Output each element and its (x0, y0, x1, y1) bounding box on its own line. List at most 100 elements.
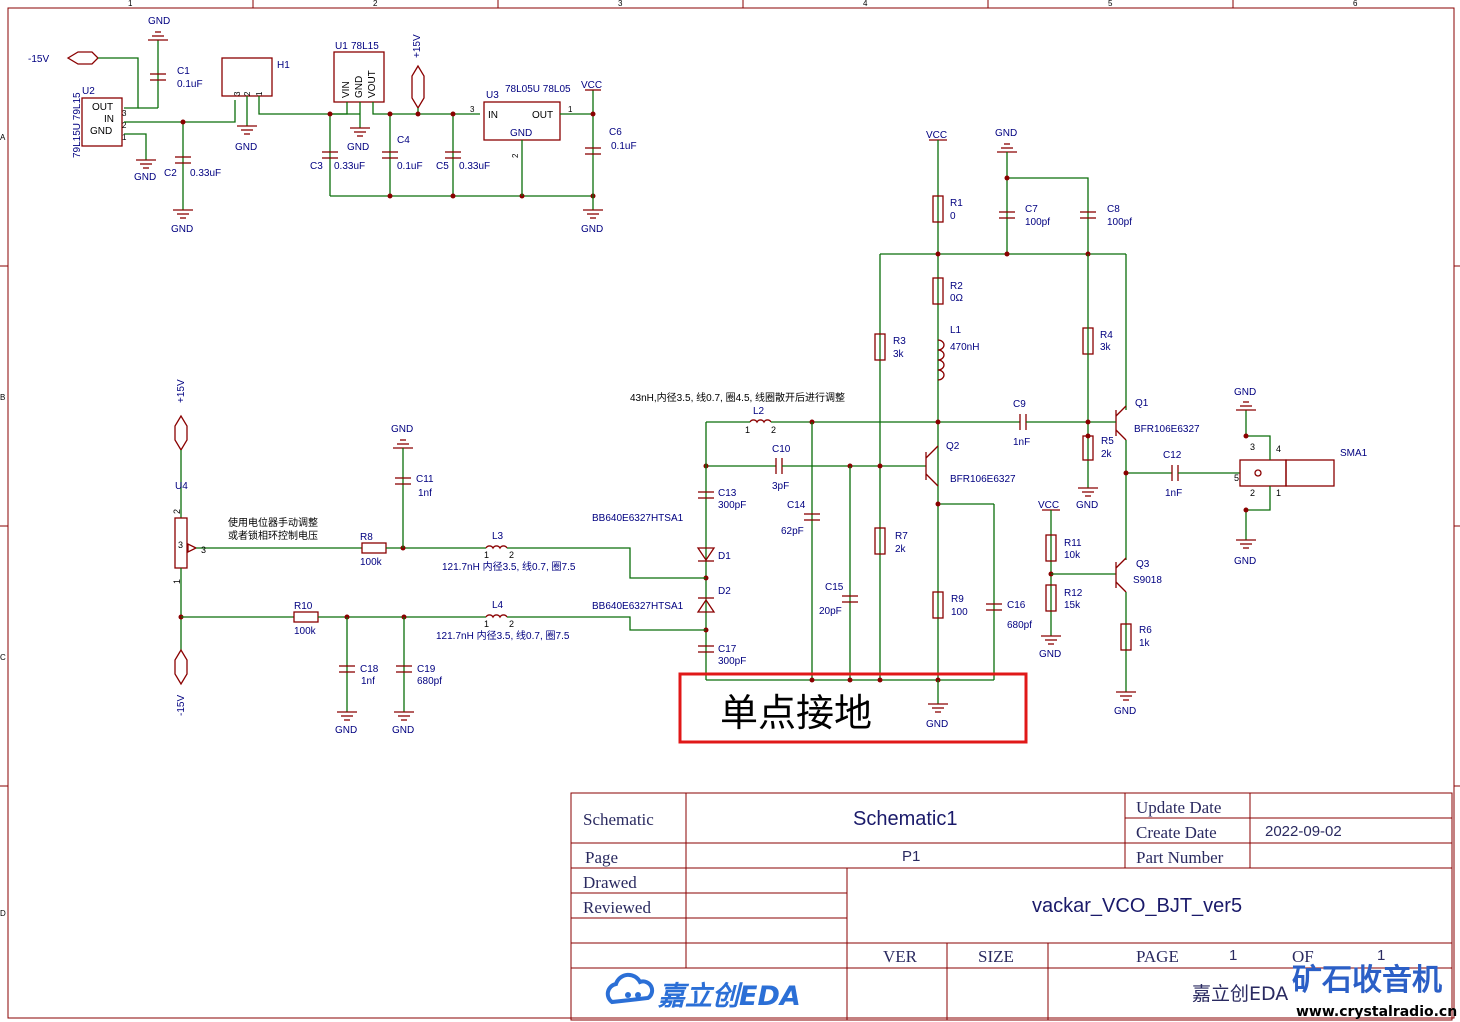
l3-pin-num: 2 (509, 550, 514, 560)
single-point-ground-box (678, 672, 1028, 744)
u2-ref: U2 (82, 86, 95, 97)
l4-ref: L4 (492, 600, 504, 611)
c7-ref: C7 (1025, 204, 1038, 215)
h1-header (221, 57, 273, 97)
r4-value: 3k (1100, 342, 1112, 353)
r2-resistor (932, 277, 944, 305)
u3-ref: U3 (486, 90, 499, 101)
oscillator-section: VCC R1 0 GND C7 100pf C8 100pf R2 0Ω L1 … (592, 128, 1368, 730)
u2-part: 79L15U 79L15 (72, 92, 83, 158)
gnd-label: GND (1076, 500, 1098, 511)
r12-resistor (1045, 584, 1057, 612)
r11-ref: R11 (1064, 538, 1082, 549)
tb-of-label: OF (1292, 947, 1314, 966)
sma1-pin-num: 2 (1250, 488, 1255, 498)
c10-ref: C10 (772, 444, 791, 455)
u4-note: 或者锁相环控制电压 (228, 529, 318, 542)
r1-value: 0 (950, 211, 956, 222)
c4-ref: C4 (397, 135, 410, 146)
c3-value: 0.33uF (334, 161, 365, 172)
l3-ref: L3 (492, 531, 504, 542)
u1-pin-label: VOUT (367, 70, 378, 98)
l1-ref: L1 (950, 325, 962, 336)
r5-ref: R5 (1101, 436, 1114, 447)
gnd-label: GND (1114, 706, 1136, 717)
r5-value: 2k (1101, 449, 1113, 460)
row-label: C (0, 653, 6, 662)
tb-company: 嘉立创EDA (1192, 983, 1288, 1005)
gnd-label: GND (1039, 649, 1061, 660)
u2-pin-label: GND (90, 126, 112, 137)
r7-resistor (874, 527, 886, 555)
u3-part: 78L05U 78L05 (505, 84, 571, 95)
pos15v-label: +15V (176, 379, 187, 403)
gnd-label: GND (392, 725, 414, 736)
r6-value: 1k (1139, 638, 1151, 649)
h1-pin-num: 1 (255, 91, 264, 96)
gnd-label: GND (134, 172, 156, 183)
gnd-label: GND (391, 424, 413, 435)
r4-ref: R4 (1100, 330, 1113, 341)
q1-part: BFR106E6327 (1134, 424, 1200, 435)
tb-part-number-label: Part Number (1136, 848, 1224, 867)
u4-pin-num: 2 (172, 509, 182, 514)
r11-value: 10k (1064, 550, 1081, 561)
u1-ref: U1 (335, 41, 348, 52)
d1-ref: D1 (718, 551, 731, 562)
l2-pin-num: 2 (771, 425, 776, 435)
c6-ref: C6 (609, 127, 622, 138)
r2-ref: R2 (950, 281, 963, 292)
col-label: 5 (1108, 0, 1113, 8)
c1-value: 0.1uF (177, 79, 203, 90)
c5-ref: C5 (436, 161, 449, 172)
col-label: 4 (863, 0, 868, 8)
title-block (570, 792, 1453, 1021)
c1-ref: C1 (177, 66, 190, 77)
r12-value: 15k (1064, 600, 1081, 611)
u2-regulator (81, 97, 123, 147)
u1-pin-label: VIN (341, 81, 352, 98)
d1-varactor (696, 547, 716, 562)
r6-resistor (1120, 623, 1132, 651)
q2-ref: Q2 (946, 441, 960, 452)
eda-logo-text: 嘉立创EDA (657, 981, 801, 1012)
row-label: B (0, 393, 5, 402)
u3-pin-num: 1 (568, 105, 573, 114)
r7-value: 2k (895, 544, 907, 555)
q3-ref: Q3 (1136, 559, 1150, 570)
c11-value: 1nf (418, 488, 432, 499)
l3-note: 121.7nH 内径3.5, 线0.7, 圈7.5 (442, 560, 576, 573)
l3-pin-num: 1 (484, 550, 489, 560)
c10-value: 3pF (772, 481, 789, 492)
row-label: D (0, 909, 6, 918)
c14-ref: C14 (787, 500, 806, 511)
c18-value: 1nf (361, 676, 375, 687)
c19-ref: C19 (417, 664, 436, 675)
neg15v-label: -15V (176, 695, 187, 716)
tb-update-date-label: Update Date (1136, 798, 1221, 817)
u2-pin-num: 1 (122, 133, 127, 142)
d2-varactor (696, 598, 716, 613)
r2-value: 0Ω (950, 293, 964, 304)
c15-value: 20pF (819, 606, 842, 617)
u2-pin-num: 2 (122, 121, 127, 130)
power-supply-section: -15V U2 79L15U 79L15 OUT IN GND 3 2 1 GN… (28, 16, 637, 235)
c12-value: 1nF (1165, 488, 1182, 499)
tb-page-label: Page (585, 848, 618, 867)
u3-pin-label: OUT (532, 110, 553, 121)
r8-ref: R8 (360, 532, 373, 543)
l2-pin-num: 1 (745, 425, 750, 435)
u2-pin-label: OUT (92, 102, 113, 113)
c13-ref: C13 (718, 488, 737, 499)
l4-inductor (485, 614, 508, 619)
u1-pin-label: GND (354, 76, 365, 98)
q3-part: S9018 (1133, 575, 1162, 586)
tb-schematic-name: Schematic1 (853, 808, 958, 830)
r1-resistor (932, 195, 944, 223)
r3-resistor (874, 333, 886, 361)
sma1-ref: SMA1 (1340, 448, 1368, 459)
r10-ref: R10 (294, 601, 313, 612)
c8-value: 100pf (1107, 217, 1132, 228)
d1-part: BB640E6327HTSA1 (592, 513, 684, 524)
sma1-pin-num: 1 (1276, 488, 1281, 498)
